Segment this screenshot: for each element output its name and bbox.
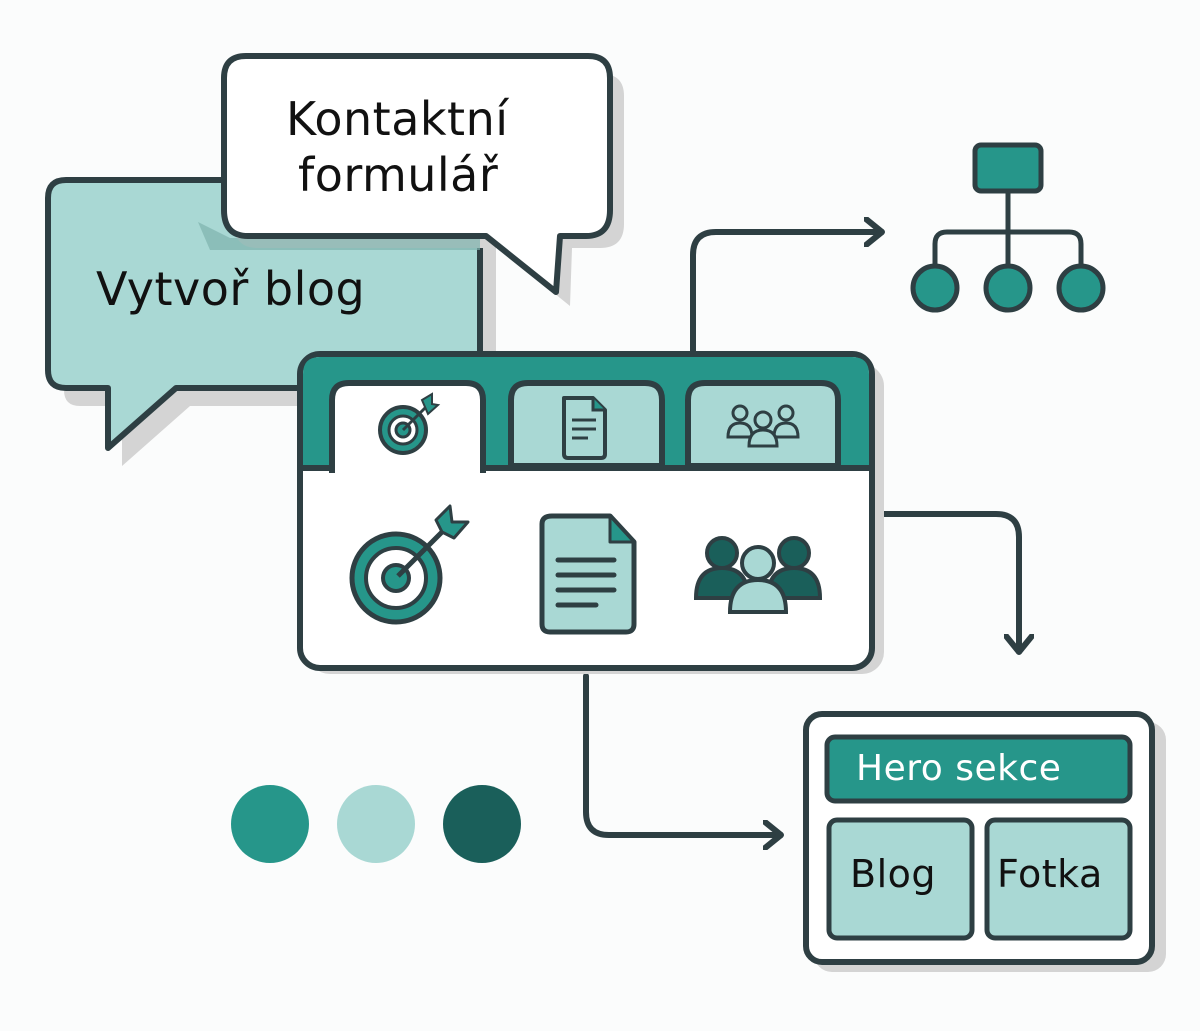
users-icon — [726, 404, 800, 448]
palette-swatch-dark — [443, 785, 521, 863]
bubble-front-line1: Kontaktní — [286, 92, 509, 146]
arrow-to-sitemap — [690, 232, 885, 355]
sitemap-icon — [910, 142, 1106, 313]
arrow-to-layout-down — [877, 511, 1019, 655]
app-window — [297, 351, 884, 674]
color-palette — [231, 785, 521, 863]
palette-swatch-light — [337, 785, 415, 863]
palette-swatch-teal — [231, 785, 309, 863]
document-large-icon — [539, 513, 637, 635]
bubble-front-line2: formulář — [298, 148, 499, 202]
users-large-icon — [693, 536, 823, 614]
target-icon — [378, 392, 441, 455]
connectors — [583, 232, 1019, 835]
arrow-to-layout-right — [583, 673, 784, 835]
photo-block-label: Fotka — [997, 852, 1103, 896]
hero-section-label: Hero sekce — [856, 748, 1062, 789]
target-large-icon — [349, 504, 470, 625]
bubble-back-text: Vytvoř blog — [96, 262, 366, 316]
layout-preview — [803, 711, 1166, 972]
blog-block-label: Blog — [850, 852, 936, 896]
document-icon — [562, 396, 607, 460]
speech-bubble-front — [198, 53, 624, 306]
